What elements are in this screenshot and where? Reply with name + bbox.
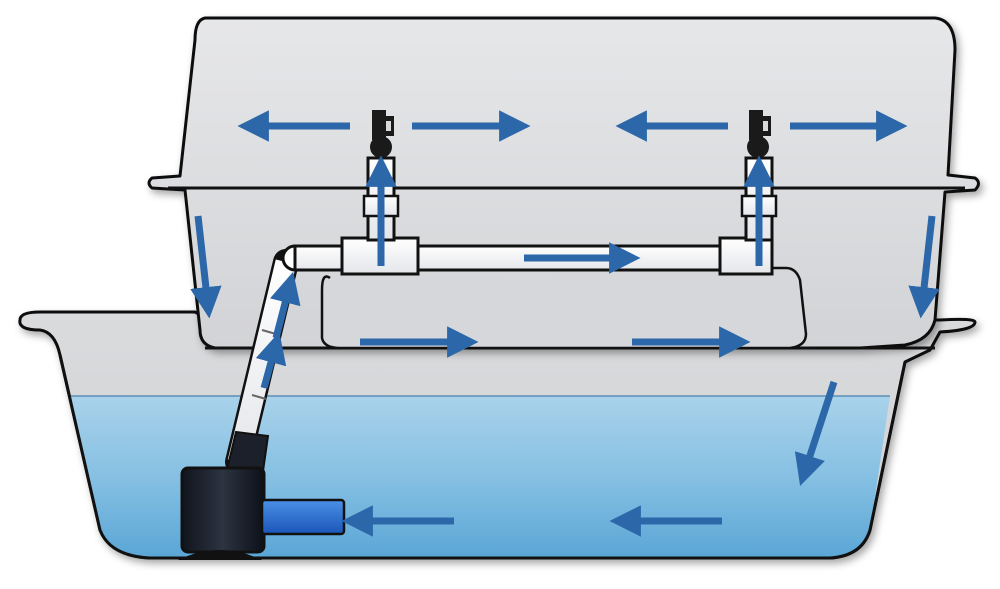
spray-nozzle [370, 110, 394, 158]
submersible-pump [178, 430, 346, 560]
flow-arrow [908, 215, 940, 319]
flow-arrow [270, 271, 301, 339]
flow-arrow [255, 331, 287, 389]
inner-rim [320, 266, 808, 350]
spray-nozzle [747, 110, 771, 158]
tee-fitting [718, 236, 774, 276]
flow-arrow [190, 215, 222, 319]
flow-arrow [794, 380, 838, 486]
reservoir-outline [58, 354, 907, 560]
flow-arrows [190, 110, 940, 537]
pump-inlet [260, 498, 346, 536]
